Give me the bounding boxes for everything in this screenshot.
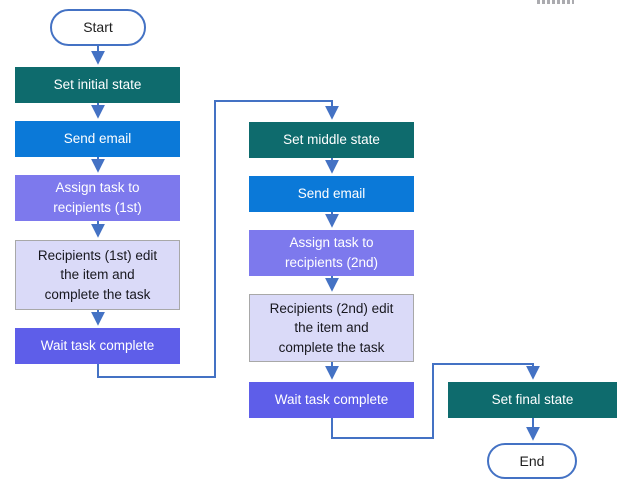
clipped-text-fragment [537,0,574,4]
wait-task-complete-first-step: Wait task complete [15,328,180,364]
set-middle-state-step: Set middle state [249,122,414,158]
set-final-state-step: Set final state [448,382,617,418]
set-initial-state-step: Set initial state [15,67,180,103]
send-email-second-step: Send email [249,176,414,212]
recipients-first-manual-step: Recipients (1st) edit the item and compl… [15,240,180,310]
wait-task-complete-second-step: Wait task complete [249,382,414,418]
recipients-second-manual-step: Recipients (2nd) edit the item and compl… [249,294,414,362]
send-email-first-step: Send email [15,121,180,157]
start-terminator: Start [50,9,146,46]
assign-task-second-step: Assign task to recipients (2nd) [249,230,414,276]
end-terminator: End [487,443,577,479]
edge-wait1-middle [97,100,339,378]
assign-task-first-step: Assign task to recipients (1st) [15,175,180,221]
edge-wait2-final [331,363,540,439]
